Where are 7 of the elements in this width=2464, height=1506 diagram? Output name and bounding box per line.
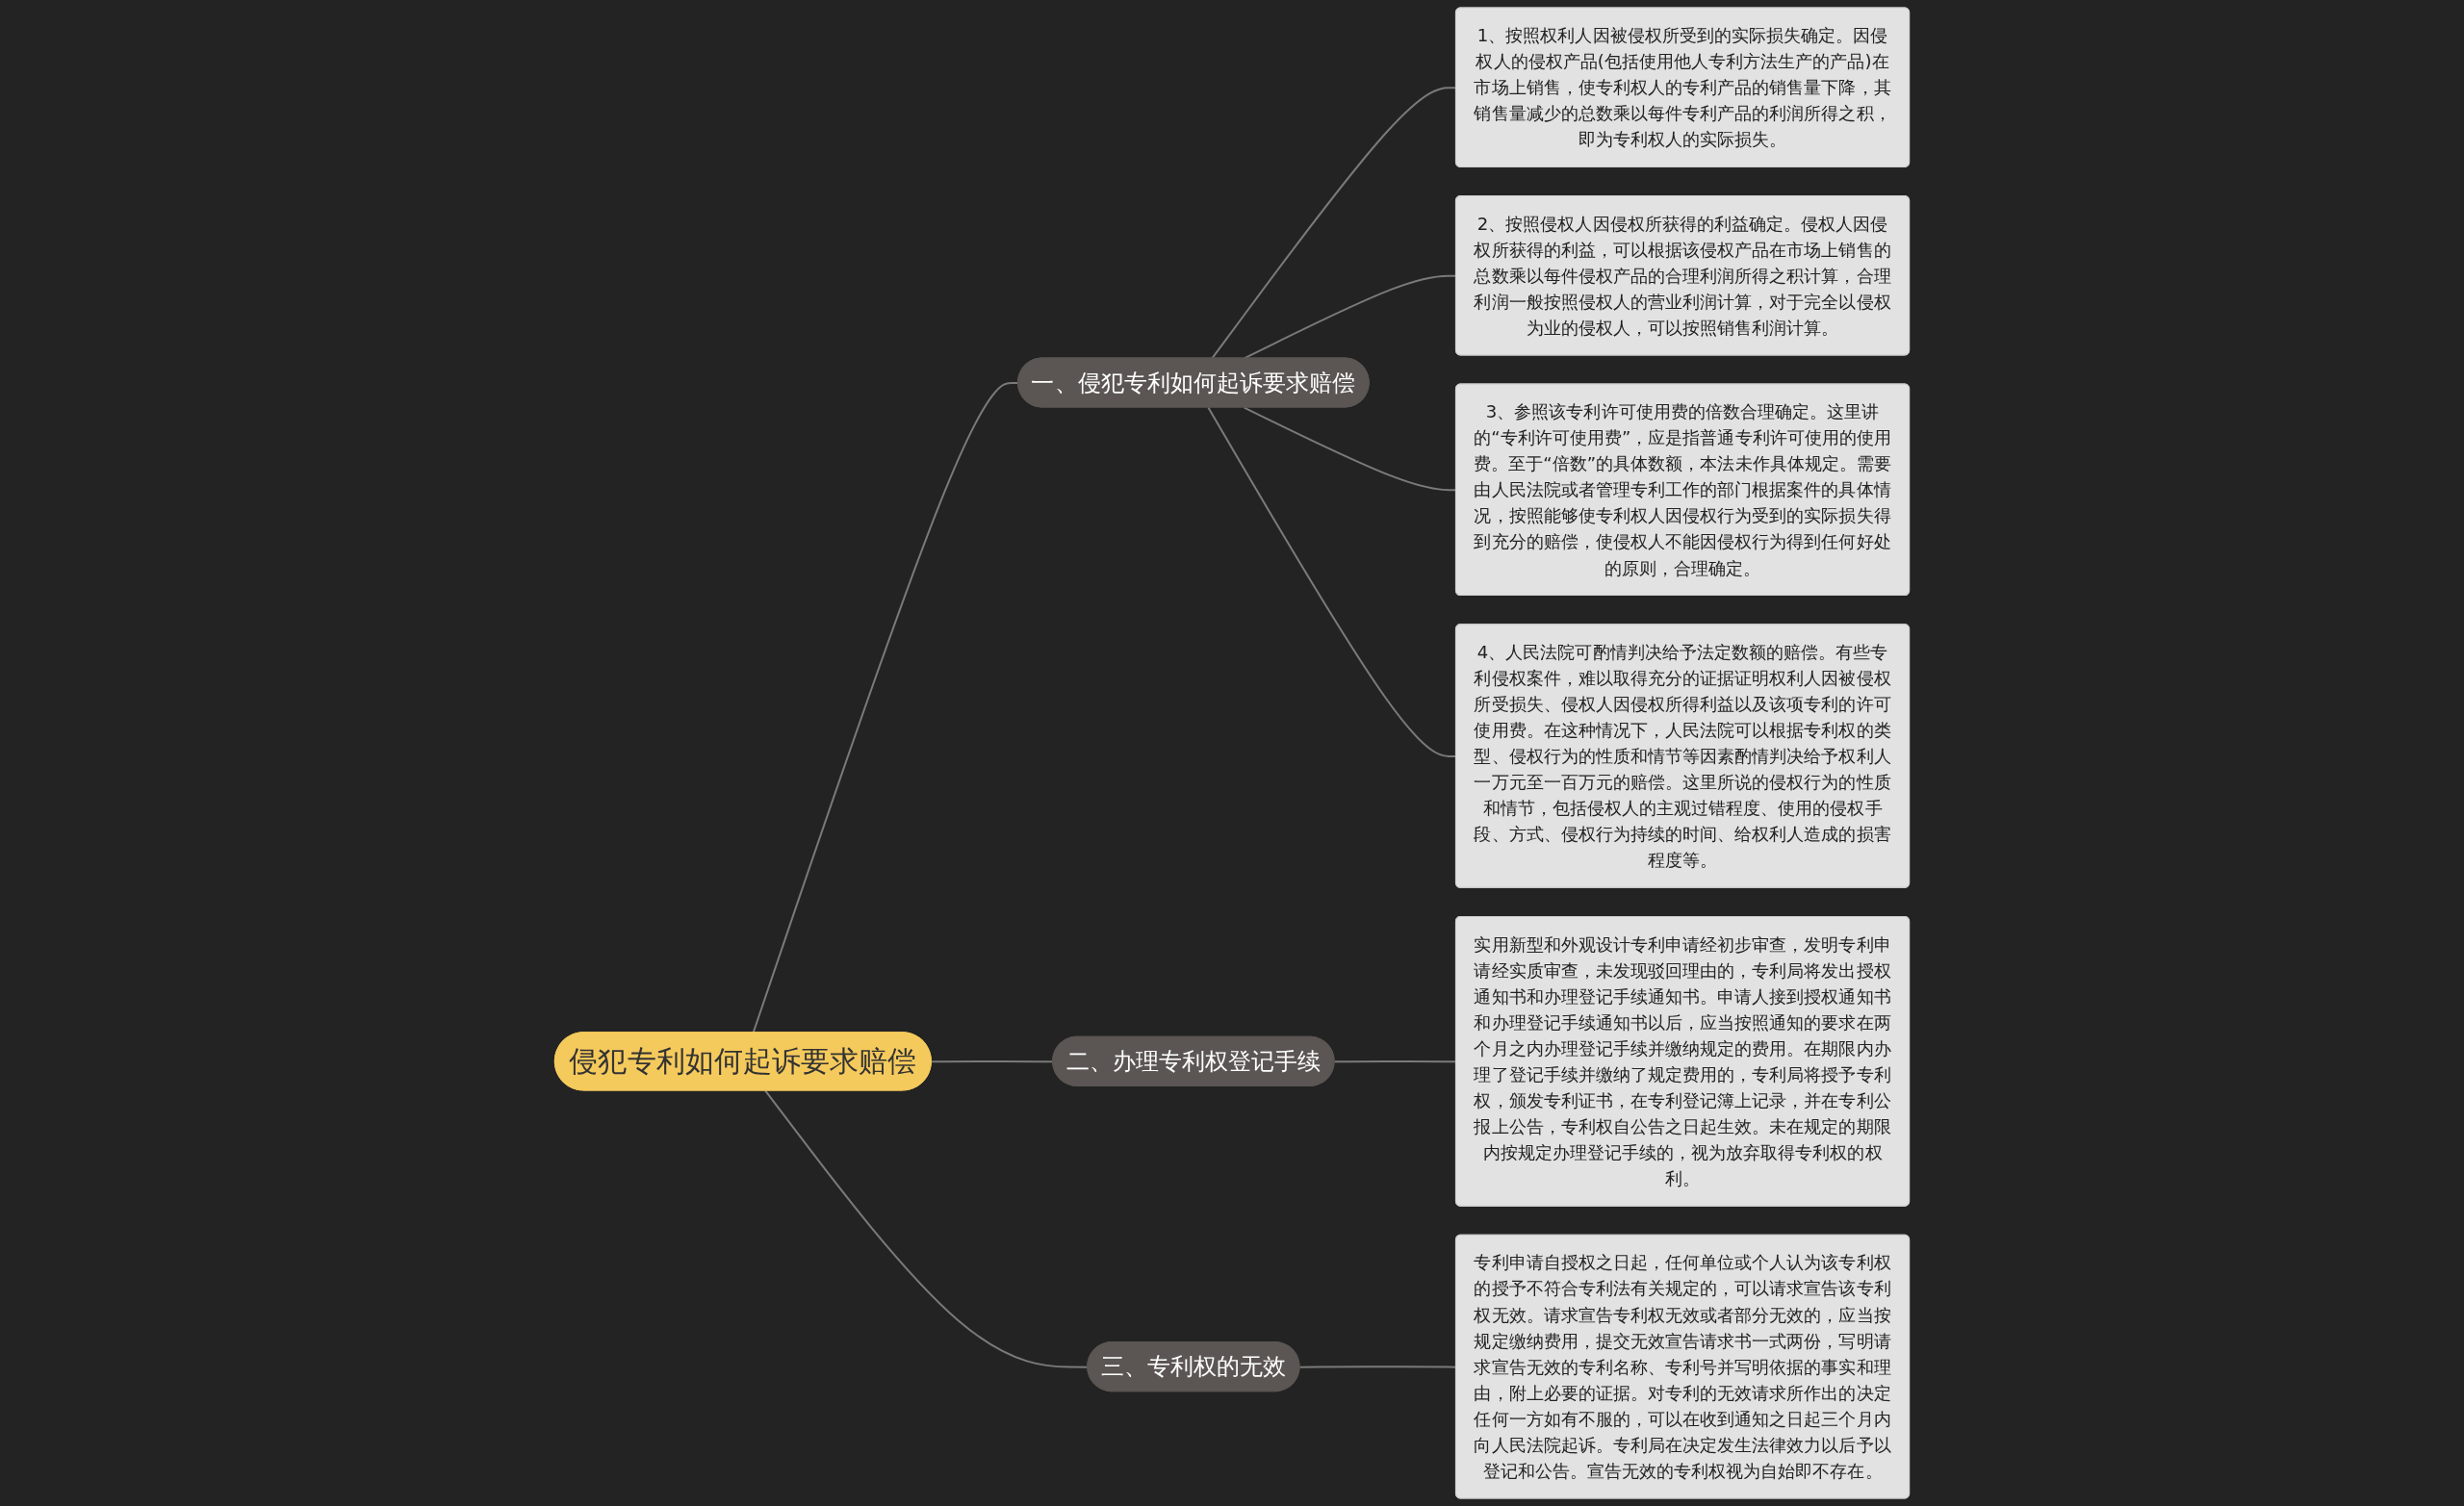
connector	[931, 1060, 1054, 1063]
connector	[764, 1089, 1089, 1368]
connector	[1334, 1060, 1456, 1063]
connector	[1299, 1366, 1456, 1368]
connector	[1244, 406, 1456, 492]
connector	[752, 381, 1019, 1034]
connector	[1207, 407, 1456, 757]
